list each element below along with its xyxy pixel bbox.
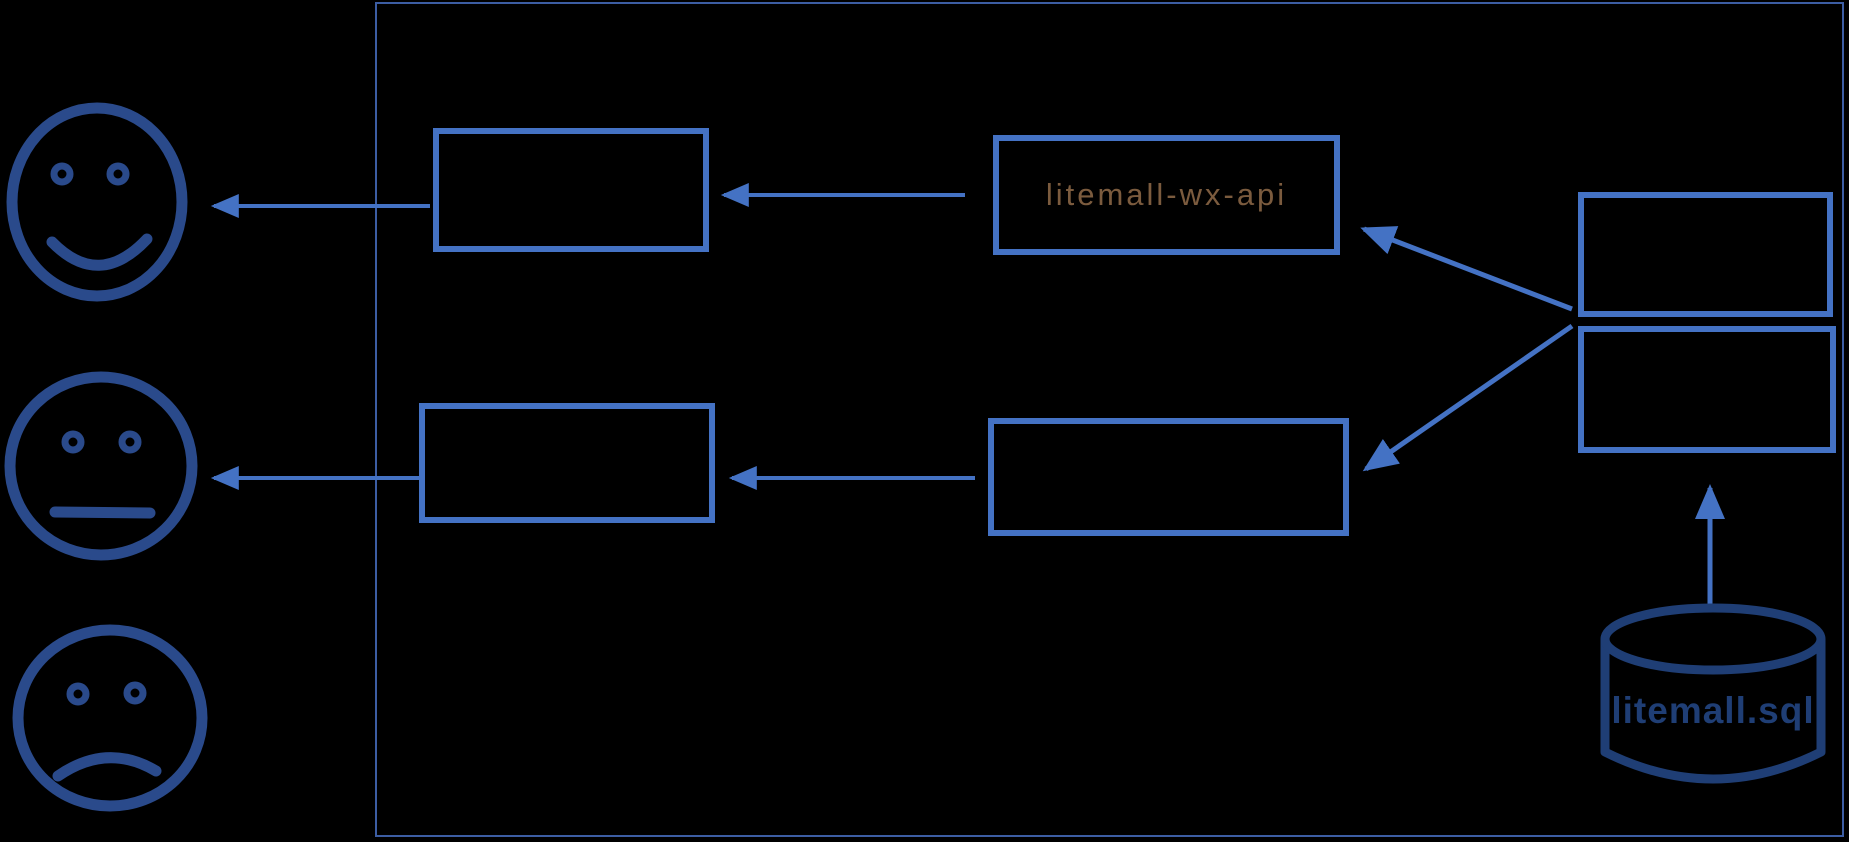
happy-face-icon [6, 102, 188, 302]
neutral-face-icon [4, 371, 198, 561]
node-box-right-top [1578, 192, 1833, 317]
litemall-wx-api-label: litemall-wx-api [1045, 177, 1288, 212]
database-cylinder-icon [1600, 603, 1826, 784]
system-boundary-frame [375, 2, 1844, 837]
node-box-mid-left [419, 403, 715, 523]
node-box-mid [988, 418, 1349, 536]
database-label: litemall.sql [1611, 690, 1815, 731]
node-litemall-wx-api: litemall-wx-api [993, 135, 1340, 255]
node-box-right-bottom [1578, 326, 1836, 453]
node-box-top-left [433, 128, 709, 252]
arrow-right-top-to-wx-api [1360, 226, 1573, 312]
arrow-right-bottom-to-box-mid [1362, 323, 1574, 472]
sad-face-icon [12, 624, 208, 812]
